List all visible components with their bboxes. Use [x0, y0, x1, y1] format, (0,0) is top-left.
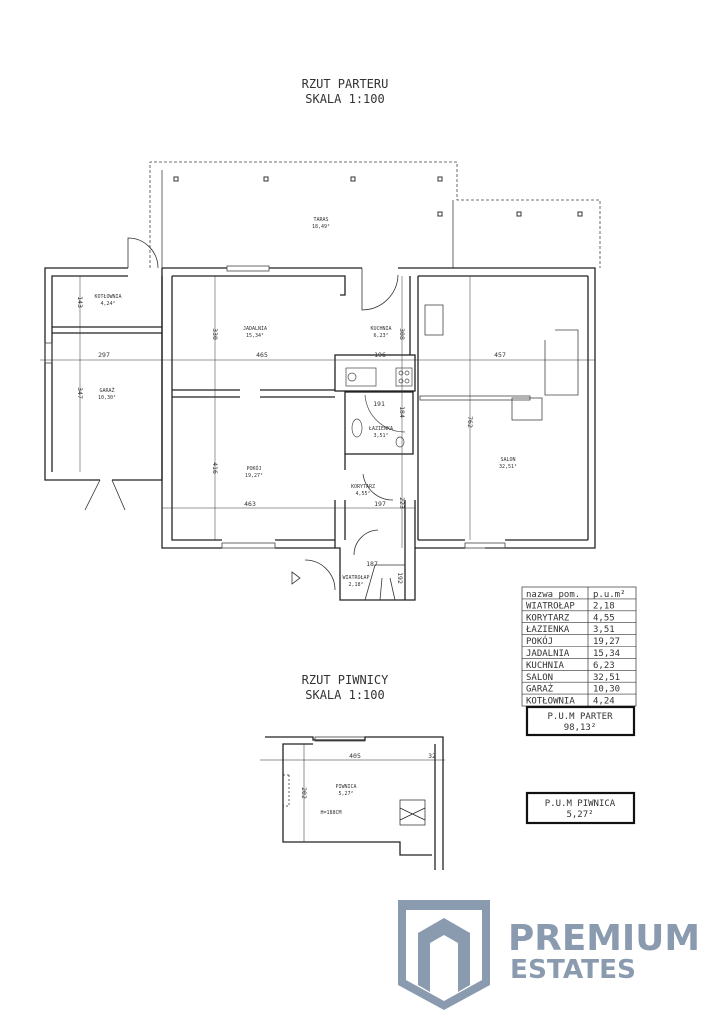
- dimension-label: 32: [428, 752, 436, 760]
- table-cell-name: KORYTARZ: [526, 613, 570, 623]
- room-area-taras: 18,49²: [312, 224, 330, 230]
- dimension-label: 308: [398, 328, 406, 340]
- shield-logo-icon: [398, 900, 490, 1010]
- table-cell-name: WIATROŁAP: [526, 601, 575, 611]
- table-cell-name: GARAŻ: [526, 684, 554, 695]
- room-area-pokoj: 19,27²: [245, 473, 263, 479]
- room-label-taras: TARAS: [313, 217, 328, 223]
- total-piwnica-label: P.U.M PIWNICA: [545, 799, 616, 809]
- table-cell-area: 6,23: [593, 661, 615, 671]
- basement-room-label: PIWNICA: [335, 784, 356, 790]
- walls: [44, 267, 596, 601]
- dimension-label: 223: [398, 497, 406, 509]
- dimension-label: 347: [76, 387, 84, 399]
- kitchen-fixtures: [345, 367, 413, 448]
- table-header-name: nazwa pom.: [526, 590, 580, 600]
- table-cell-name: POKÓJ: [526, 635, 553, 647]
- table-cell-area: 2,18: [593, 601, 615, 611]
- table-cell-area: 4,55: [593, 613, 615, 623]
- doors: [84, 237, 405, 601]
- total-piwnica-box: [525, 791, 636, 825]
- room-area-kuchnia: 6,23²: [373, 333, 388, 339]
- room-area-korytarz: 4,55²: [355, 491, 370, 497]
- room-label-garaz: GARAŻ: [99, 387, 114, 394]
- dimension-label: 197: [374, 500, 386, 508]
- basement-title: RZUT PIWNICY: [302, 673, 389, 687]
- ground-floor-scale: SKALA 1:100: [305, 92, 384, 106]
- dimension-label: 297: [98, 351, 110, 359]
- room-area-lazienka: 3,51²: [373, 433, 388, 439]
- room-area-garaz: 10,30²: [98, 395, 116, 401]
- room-label-lazienka: ŁAZIENKA: [368, 426, 393, 432]
- table-cell-area: 15,34: [593, 649, 620, 659]
- table-cell-name: ŁAZIENKA: [525, 625, 570, 635]
- basement-room-area: 5,27²: [338, 791, 353, 797]
- room-label-kotlownia: KOTŁOWNIA: [94, 294, 121, 300]
- table-cell-name: KUCHNIA: [526, 661, 565, 671]
- dimension-label: 330: [211, 328, 219, 340]
- basement-scale: SKALA 1:100: [305, 688, 384, 702]
- dimension-label: 465: [256, 351, 268, 359]
- logo-text-estates: ESTATES: [510, 955, 636, 985]
- room-label-pokoj: POKÓJ: [246, 465, 261, 472]
- table-header-area: p.u.m²: [593, 590, 626, 600]
- windows: [44, 265, 579, 549]
- logo-text-premium: PREMIUM: [508, 918, 700, 959]
- table-cell-area: 10,30: [593, 685, 620, 695]
- terrace-outline: [149, 161, 601, 268]
- room-label-salon: SALON: [500, 457, 515, 463]
- terrace-posts: [173, 176, 583, 217]
- dimension-label: 143: [76, 296, 84, 308]
- dimension-label: 202: [300, 787, 308, 799]
- dimension-lines: [40, 276, 595, 548]
- dimension-label: 184: [398, 406, 406, 418]
- ground-floor-title: RZUT PARTERU: [302, 77, 389, 91]
- basement-room-height: H=188CM: [320, 810, 341, 816]
- room-area-salon: 32,51²: [499, 464, 517, 470]
- room-label-wiatrolap: WIATROŁAP: [342, 575, 369, 581]
- room-area-jadalnia: 15,34²: [246, 333, 264, 339]
- table-cell-name: KOTŁOWNIA: [526, 697, 575, 707]
- dimension-label: 457: [494, 351, 506, 359]
- premium-estates-logo: PREMIUM ESTATES: [398, 900, 700, 1010]
- table-cell-name: JADALNIA: [526, 649, 570, 659]
- total-parter-value: 98,13²: [564, 723, 597, 733]
- total-parter-box: [525, 705, 636, 737]
- table-cell-area: 4,24: [593, 697, 615, 707]
- dimension-label: 191: [373, 400, 385, 408]
- table-cell-area: 32,51: [593, 673, 620, 683]
- total-piwnica-value: 5,27²: [566, 810, 593, 820]
- room-label-kuchnia: KUCHNIA: [370, 326, 391, 332]
- total-parter-label: P.U.M PARTER: [547, 712, 613, 722]
- room-label-korytarz: KORYTARZ: [351, 484, 375, 490]
- dimension-label: 405: [349, 752, 361, 760]
- room-area-kotlownia: 4,24²: [100, 301, 115, 307]
- dimension-label: 416: [211, 462, 219, 474]
- room-label-jadalnia: JADALNIA: [243, 326, 267, 332]
- table-cell-area: 3,51: [593, 625, 615, 635]
- dimension-label: 196: [374, 351, 386, 359]
- room-area-wiatrolap: 2,18²: [348, 582, 363, 588]
- dimension-label: 463: [244, 500, 256, 508]
- basement-walls: [260, 736, 445, 870]
- dimension-label: 192: [396, 572, 404, 584]
- table-cell-name: SALON: [526, 673, 553, 683]
- table-cell-area: 19,27: [593, 637, 620, 647]
- dimension-label: 762: [466, 416, 474, 428]
- dimension-label: 187: [366, 560, 378, 568]
